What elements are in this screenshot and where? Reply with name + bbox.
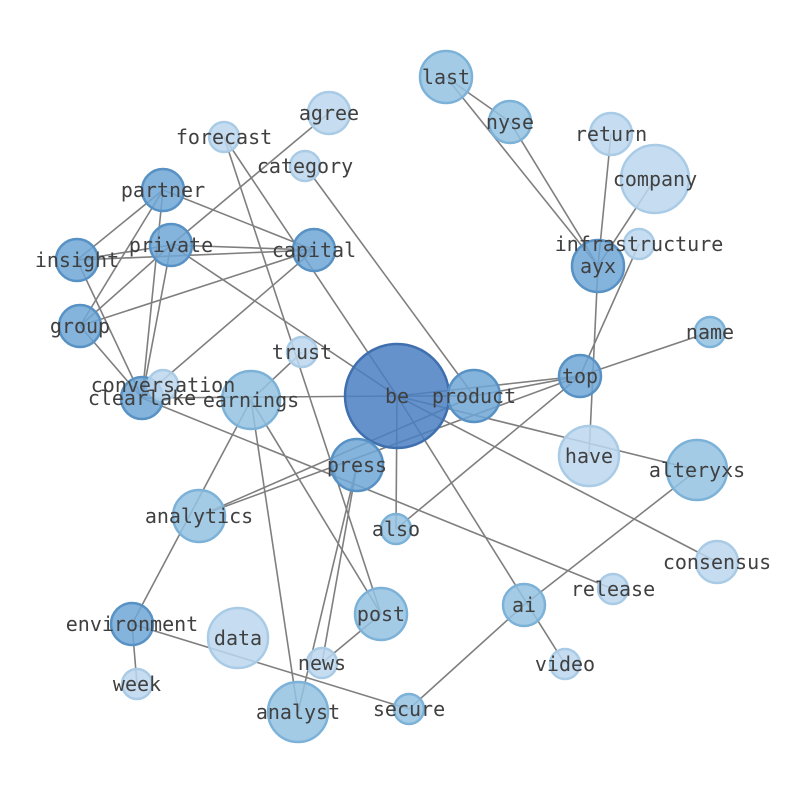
node-label-conversation: conversation [91, 373, 236, 397]
node-label-analyst: analyst [256, 700, 340, 724]
edge-private-agree [170, 112, 330, 246]
node-news [305, 646, 339, 680]
node-return [588, 111, 634, 157]
node-label-forecast: forecast [176, 125, 272, 149]
node-last [418, 49, 474, 105]
edge-partner-capital [162, 189, 315, 251]
edge-forecast-post [223, 136, 382, 615]
edge-clearlake-release [141, 397, 614, 590]
node-agree [306, 90, 352, 136]
node-product [446, 368, 502, 424]
node-label-insight: insight [35, 248, 119, 272]
node-label-data: data [214, 626, 262, 650]
node-also [379, 512, 413, 546]
node-conversation [146, 368, 180, 402]
node-private [148, 222, 194, 268]
node-infrastructure [622, 227, 656, 261]
node-group [57, 303, 103, 349]
edge-environment-secure [131, 623, 410, 710]
node-label-also: also [372, 517, 420, 541]
edge-ayx-nyse [509, 121, 599, 267]
node-label-clearlake: clearlake [88, 386, 196, 410]
edge-group-capital [79, 249, 315, 327]
edge-earnings-post [250, 399, 382, 615]
node-video [548, 647, 582, 681]
node-label-product: product [432, 384, 516, 408]
node-alteryxs [665, 438, 729, 502]
node-label-return: return [575, 122, 647, 146]
node-analyst [266, 680, 330, 744]
edge-top-also [395, 375, 581, 530]
node-label-press: press [327, 453, 387, 477]
node-label-group: group [50, 314, 110, 338]
node-label-company: company [613, 167, 697, 191]
node-label-post: post [357, 602, 405, 626]
node-name [693, 315, 727, 349]
edge-top-name [579, 331, 711, 377]
node-press [329, 437, 385, 493]
node-consensus [694, 539, 740, 585]
node-label-capital: capital [272, 238, 356, 262]
edge-insight-clearlake [76, 259, 143, 399]
node-partner [140, 167, 186, 213]
node-label-category: category [257, 154, 353, 178]
edge-product-category [304, 165, 475, 397]
node-secure [392, 692, 426, 726]
node-release [596, 572, 630, 606]
node-ai [501, 582, 547, 628]
node-label-name: name [686, 320, 734, 344]
nodes-layer: be product top press clearlake capital private… [35, 49, 771, 744]
edge-ai-secure [408, 604, 525, 710]
node-earnings [220, 369, 282, 431]
node-ayx [570, 238, 626, 294]
edge-earnings-analyst [250, 399, 299, 713]
node-label-partner: partner [121, 178, 205, 202]
node-environment [109, 601, 155, 647]
node-label-environment: environment [66, 612, 198, 636]
node-capital [291, 227, 337, 273]
node-data [206, 606, 270, 670]
edge-infrastructure-top [579, 243, 640, 377]
edge-private-clearlake [141, 244, 172, 399]
edge-ai-alteryxs [523, 469, 698, 606]
node-insight [54, 237, 100, 283]
node-label-earnings: earnings [203, 388, 299, 412]
node-label-private: private [129, 233, 213, 257]
node-label-trust: trust [272, 340, 332, 364]
node-label-week: week [113, 672, 161, 696]
node-forecast [207, 120, 241, 154]
node-nyse [487, 99, 533, 145]
node-label-ai: ai [512, 593, 536, 617]
node-label-news: news [298, 651, 346, 675]
node-company [619, 143, 691, 215]
node-label-release: release [571, 577, 655, 601]
node-category [288, 149, 322, 183]
edge-partner-clearlake [141, 189, 164, 399]
node-label-be: be [385, 384, 409, 408]
edge-press-news [321, 464, 358, 664]
node-label-ayx: ayx [580, 254, 616, 278]
node-label-secure: secure [373, 697, 445, 721]
node-label-analytics: analytics [145, 504, 253, 528]
node-label-consensus: consensus [663, 550, 771, 574]
edge-ayx-last [445, 76, 599, 267]
node-label-have: have [565, 444, 613, 468]
node-label-nyse: nyse [486, 110, 534, 134]
node-label-infrastructure: infrastructure [555, 232, 724, 256]
node-label-top: top [562, 364, 598, 388]
node-label-video: video [535, 652, 595, 676]
node-post [353, 586, 409, 642]
node-have [557, 424, 621, 488]
node-label-alteryxs: alteryxs [649, 458, 745, 482]
node-label-last: last [422, 65, 470, 89]
edge-insight-capital [76, 249, 315, 261]
node-analytics [171, 488, 227, 544]
node-week [120, 667, 154, 701]
node-top [557, 353, 603, 399]
node-label-agree: agree [299, 101, 359, 125]
edge-private-capital [170, 244, 315, 251]
node-trust [285, 335, 319, 369]
